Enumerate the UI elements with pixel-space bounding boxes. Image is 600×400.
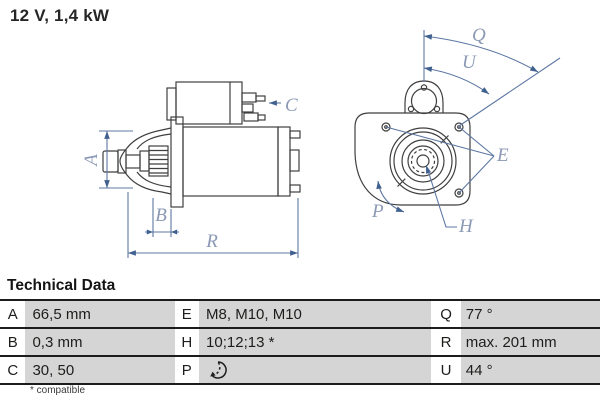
leader-line-e	[385, 126, 495, 157]
value-cell-r: max. 201 mm	[460, 329, 600, 355]
mounting-hole	[454, 188, 464, 198]
dim-label-b: B	[155, 205, 167, 226]
flange-plate	[170, 116, 184, 208]
solenoid-mount-tab	[404, 80, 444, 113]
technical-data-heading: Technical Data	[7, 277, 116, 294]
key-cell-u: U	[431, 357, 461, 383]
key-cell-h: H	[174, 329, 200, 355]
table-row: C 30, 50 P U 44 °	[0, 357, 600, 385]
value-cell-q: 77 °	[460, 301, 600, 327]
value-cell-h: 10;12;13 *	[199, 329, 432, 355]
value-cell-c: 30, 50	[25, 357, 175, 383]
side-view-dimensions	[99, 100, 299, 258]
angle-arc-q	[423, 34, 539, 73]
key-cell-q: Q	[431, 301, 461, 327]
shaft-bore	[416, 154, 430, 168]
dim-label-r: R	[205, 231, 218, 252]
value-cell-b: 0,3 mm	[25, 329, 175, 355]
page-title: 12 V, 1,4 kW	[10, 6, 110, 25]
dim-label-p: P	[371, 201, 384, 222]
leader-line-h	[426, 168, 457, 228]
bearing-boss	[389, 127, 457, 195]
clockwise-rotation-icon	[210, 361, 227, 379]
angle-arc-u	[423, 66, 490, 95]
key-cell-p: P	[174, 357, 200, 383]
mounting-hole	[454, 122, 464, 132]
table-row: B 0,3 mm H 10;12;13 * R max. 201 mm	[0, 329, 600, 357]
value-cell-p	[199, 357, 432, 383]
solenoid-body	[175, 81, 243, 125]
key-cell-b: B	[0, 329, 26, 355]
key-cell-c: C	[0, 357, 26, 383]
table-row: A 66,5 mm E M8, M10, M10 Q 77 °	[0, 301, 600, 329]
key-cell-e: E	[174, 301, 200, 327]
solenoid-end-cap	[166, 87, 177, 121]
value-cell-u: 44 °	[460, 357, 600, 383]
solenoid-terminal	[241, 92, 257, 103]
solenoid-mount-bore	[410, 87, 438, 115]
technical-drawing: A B R C Q U E P H	[81, 25, 561, 258]
dim-label-e: E	[496, 145, 509, 166]
technical-data-table: A 66,5 mm E M8, M10, M10 Q 77 ° B 0,3 mm…	[0, 299, 600, 385]
value-cell-a: 66,5 mm	[25, 301, 175, 327]
dim-label-q: Q	[472, 25, 486, 46]
drive-shaft-nose	[102, 150, 119, 173]
dim-label-a: A	[81, 154, 102, 168]
mounting-flange-outline	[354, 112, 471, 206]
rotation-arc-p	[376, 180, 405, 213]
key-cell-a: A	[0, 301, 26, 327]
drive-end-housing	[119, 127, 172, 195]
dim-label-c: C	[285, 95, 298, 116]
compatibility-footnote: * compatible	[30, 385, 86, 396]
value-cell-e: M8, M10, M10	[199, 301, 432, 327]
side-view-drawing	[102, 81, 301, 208]
dim-label-u: U	[462, 52, 477, 73]
motor-body	[182, 126, 279, 197]
dim-label-h: H	[458, 216, 474, 237]
front-view-drawing	[354, 80, 471, 206]
front-view-dimensions	[376, 30, 561, 228]
key-cell-r: R	[431, 329, 461, 355]
mounting-hole	[381, 122, 391, 132]
dimension-labels: A B R C Q U E P H	[81, 25, 509, 252]
